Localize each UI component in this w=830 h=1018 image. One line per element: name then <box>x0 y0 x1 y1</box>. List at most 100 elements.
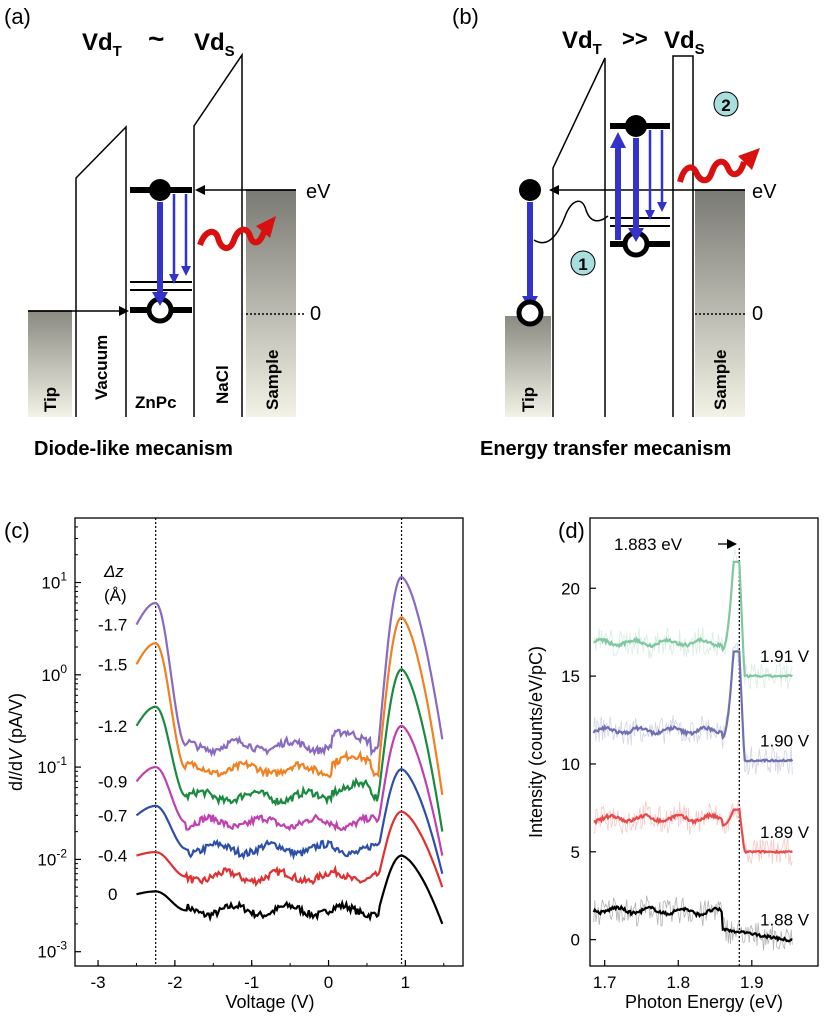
series-label-d: 1.88 V <box>760 911 810 930</box>
step-2-text: 2 <box>721 96 730 115</box>
photon-wave-b <box>677 158 747 184</box>
series-label-d: 1.89 V <box>760 823 810 842</box>
series-label-c: -1.7 <box>98 616 127 635</box>
nacl-barrier-b <box>672 55 694 417</box>
caption-a: Diode-like mecanism <box>34 438 233 460</box>
y-tick-label-c: 101 <box>41 570 67 593</box>
panel-a-header: VdT <box>82 29 122 60</box>
step-2-marker <box>713 91 739 117</box>
series-line-c <box>136 810 444 888</box>
series-group-d <box>592 549 794 951</box>
x-tick-label-d: 1.8 <box>666 973 690 992</box>
region-nacl-a: NaCl <box>213 365 232 404</box>
series-line-c <box>135 616 444 796</box>
y-tick-label-d: 0 <box>571 931 580 950</box>
x-tick-label-d: 1.9 <box>740 973 764 992</box>
series-line-d <box>593 560 793 679</box>
series-line-c <box>136 854 444 925</box>
series-label-c: -0.7 <box>98 806 127 825</box>
x-tick-label-c: -1 <box>244 973 259 992</box>
panel-d-label: (d) <box>558 518 585 543</box>
panel-a: (a) VdT ~ VdS <box>4 4 331 460</box>
zero-label-b: 0 <box>752 303 763 325</box>
y-tick-label-d: 10 <box>561 755 580 774</box>
step-1-text: 1 <box>578 255 587 274</box>
peak-label-d: 1.883 eV <box>614 535 683 554</box>
sample-block-b <box>695 190 745 417</box>
series-noise-d <box>593 641 793 775</box>
vdt-sub: T <box>113 43 122 60</box>
panel-b-label: (b) <box>452 4 479 29</box>
x-tick-label-c: 0 <box>324 973 333 992</box>
photon-wave-a <box>197 226 267 251</box>
series-line-d <box>593 808 793 855</box>
caption-b: Energy transfer mecanism <box>480 438 731 460</box>
ylabel-d: Intensity (counts/eV/pC) <box>526 646 546 838</box>
vdt-text: Vd <box>82 29 113 56</box>
series-labels-d: 1.88 V 1.89 V 1.90 V 1.91 V <box>760 647 810 930</box>
ev-label-b: eV <box>752 181 777 203</box>
y-tick-label-c: 100 <box>41 662 67 685</box>
region-tip-a: Tip <box>41 387 60 412</box>
nacl-barrier-a <box>193 52 243 417</box>
tip-block-b <box>505 316 551 417</box>
vacuum-barrier-b <box>552 57 606 417</box>
panel-a-label: (a) <box>4 4 31 29</box>
series-label-c: -0.4 <box>98 847 127 866</box>
xlabel-c: Voltage (V) <box>225 992 314 1012</box>
region-sample-b: Sample <box>711 350 730 410</box>
electron-a <box>149 179 171 201</box>
dz-label: Δz <box>103 562 124 581</box>
series-line-c <box>135 668 444 832</box>
x-tick-label-c: -3 <box>90 973 105 992</box>
y-tick-label-c: 10-2 <box>37 846 67 869</box>
region-vacuum-a: Vacuum <box>92 335 111 400</box>
region-sample-a: Sample <box>263 350 282 410</box>
region-znpc-a: ZnPc <box>135 393 177 412</box>
series-line-c <box>135 724 444 856</box>
y-tick-label-c: 10-1 <box>37 754 67 777</box>
ylabel-c: dI/dV (pA/V) <box>6 693 26 791</box>
panel-a-sep: ~ <box>148 23 164 54</box>
series-label-d: 1.91 V <box>760 647 810 666</box>
plot-frame-d <box>589 517 819 967</box>
vacuum-barrier-a <box>75 125 127 417</box>
series-line-d <box>592 650 794 764</box>
zero-label-a: 0 <box>310 303 321 325</box>
panel-a-header-right: VdS <box>194 29 235 60</box>
series-labels-c: 0 -0.4 -0.7 -0.9 -1.2 -1.5 -1.7 <box>98 616 127 905</box>
panel-c-label: (c) <box>4 518 30 543</box>
series-label-c: -1.5 <box>98 655 127 674</box>
panel-b-sep: >> <box>622 26 648 51</box>
plot-frame-c <box>74 517 464 967</box>
series-group-c <box>135 575 444 925</box>
y-tick-label-d: 5 <box>571 843 580 862</box>
panel-b-header-right: VdS <box>664 27 705 58</box>
panel-b: (b) VdT >> VdS <box>452 4 777 460</box>
series-line-d <box>592 904 793 943</box>
series-label-d: 1.90 V <box>760 731 810 750</box>
series-line-c <box>135 768 444 874</box>
y-tick-label-d: 20 <box>561 579 580 598</box>
series-line-c <box>135 575 444 758</box>
tip-block-a <box>28 311 72 417</box>
series-label-c: 0 <box>108 885 117 904</box>
series-noise-d <box>593 549 793 690</box>
ev-label-a: eV <box>306 181 331 203</box>
y-tick-label-c: 10-3 <box>37 939 67 962</box>
hole-b <box>516 299 544 327</box>
x-tick-label-d: 1.7 <box>593 973 617 992</box>
series-label-c: -1.2 <box>98 717 127 736</box>
axis-ticks-d: 1.7 1.8 1.9 0 5 10 15 20 <box>561 579 764 992</box>
electron-b <box>519 179 541 201</box>
region-tip-b: Tip <box>519 387 538 412</box>
series-label-c: -0.9 <box>98 772 127 791</box>
xlabel-d: Photon Energy (eV) <box>625 992 783 1012</box>
y-tick-label-d: 15 <box>561 667 580 686</box>
dz-unit: (Å) <box>104 586 127 605</box>
panel-d: (d) 1.7 1.8 1.9 0 5 10 15 20 1.88 V 1.89 V 1.90 V… <box>526 517 819 1012</box>
step-1-marker <box>570 250 596 276</box>
